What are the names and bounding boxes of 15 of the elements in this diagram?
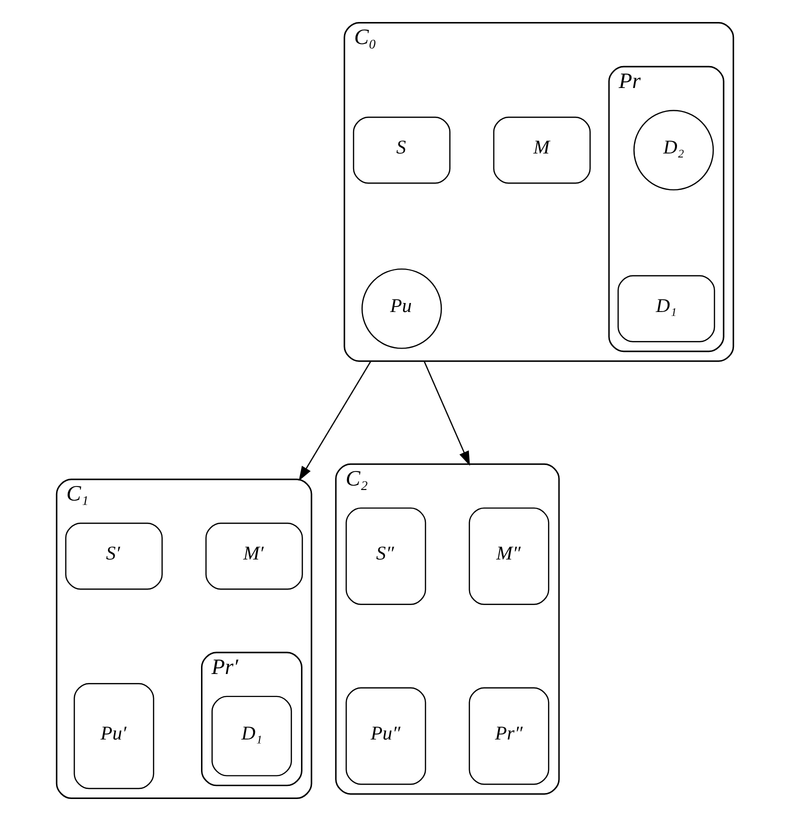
node-box: Pu′ [73, 683, 154, 790]
node-circle: Pu [360, 268, 442, 349]
node-box: D₁ [210, 696, 292, 776]
node-circle: D₂ [632, 110, 714, 190]
node-box: S [352, 116, 450, 184]
arrow [423, 360, 470, 466]
node-box: M [492, 116, 590, 184]
node-box: Pr″ [468, 687, 549, 785]
node-box: S″ [345, 507, 426, 605]
arrow [298, 360, 371, 481]
node-box: M″ [468, 507, 549, 605]
node-box: M′ [204, 522, 302, 590]
node-box: D₁ [617, 275, 715, 342]
node-box: S′ [64, 522, 162, 590]
node-box: Pu″ [345, 687, 426, 785]
